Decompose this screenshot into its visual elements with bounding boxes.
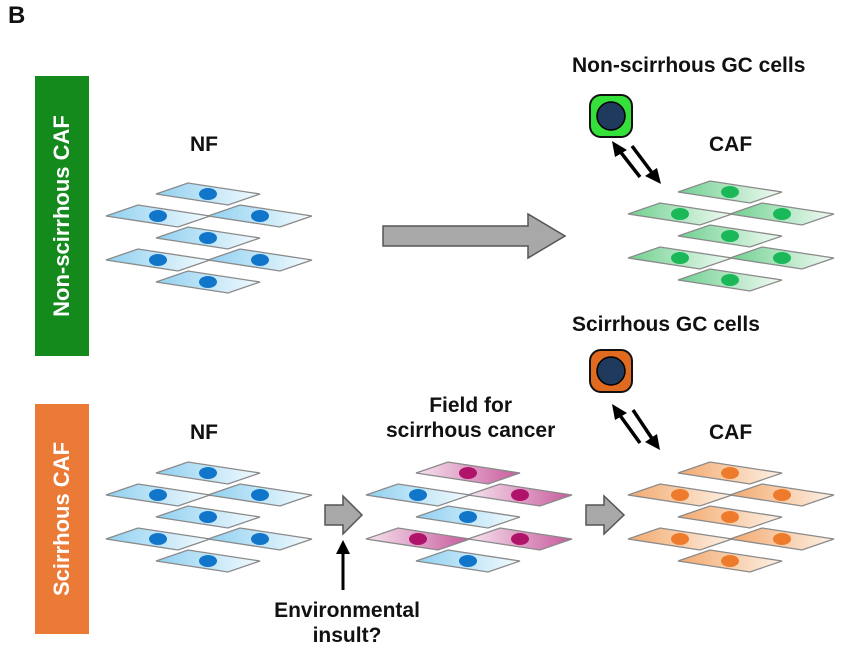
field-nucleus	[409, 489, 427, 501]
progression-arrow-bottom-2	[585, 494, 626, 536]
caf-top-nucleus	[671, 208, 689, 220]
caf-top-nucleus	[721, 274, 739, 286]
field-cluster	[365, 461, 573, 573]
field-nucleus	[409, 533, 427, 545]
caf-top-cluster	[627, 180, 835, 292]
panel-label: B	[8, 2, 26, 29]
caf-bottom-nucleus	[671, 533, 689, 545]
interaction-arrows-bottom	[612, 404, 660, 450]
nf-label-top: NF	[190, 133, 218, 156]
nf-top-nucleus	[199, 188, 217, 200]
field-nucleus	[511, 533, 529, 545]
progression-arrow-top	[382, 212, 567, 260]
nf-label-bottom: NF	[190, 421, 218, 444]
nf-bottom-nucleus	[199, 467, 217, 479]
insult-label: Environmental insult?	[262, 598, 432, 648]
nf-top-nucleus	[149, 210, 167, 222]
caf-top-nucleus	[773, 252, 791, 264]
scirrhous-gc-cell	[589, 349, 633, 393]
caf-bottom-nucleus	[721, 511, 739, 523]
field-nucleus	[459, 467, 477, 479]
nf-top-nucleus	[251, 254, 269, 266]
nf-bottom-nucleus	[199, 511, 217, 523]
field-label: Field for scirrhous cancer	[386, 393, 555, 443]
nf-bottom-cluster	[105, 461, 313, 573]
caf-bottom-nucleus	[671, 489, 689, 501]
nf-bottom-nucleus	[199, 555, 217, 567]
insult-label-line-2: insult?	[312, 624, 382, 647]
environmental-insult-arrow	[336, 540, 350, 590]
interaction-arrows-top	[612, 141, 661, 184]
nf-bottom-nucleus	[251, 533, 269, 545]
caf-top-nucleus	[773, 208, 791, 220]
caf-bottom-nucleus	[773, 533, 791, 545]
caf-top-nucleus	[721, 230, 739, 242]
nf-top-cluster	[105, 182, 313, 294]
row-label-non-scirrhous: Non-scirrhous CAF	[35, 76, 89, 356]
nf-bottom-nucleus	[149, 533, 167, 545]
field-label-line-1: Field for	[429, 394, 513, 417]
nf-top-nucleus	[199, 232, 217, 244]
caf-bottom-nucleus	[721, 467, 739, 479]
caf-bottom-nucleus	[721, 555, 739, 567]
non-scirrhous-gc-cell	[589, 94, 633, 138]
nf-top-nucleus	[199, 276, 217, 288]
nf-bottom-nucleus	[149, 489, 167, 501]
caf-label-bottom: CAF	[709, 421, 753, 444]
row-label-scirrhous: Scirrhous CAF	[35, 404, 89, 634]
gc-label-top: Non-scirrhous GC cells	[572, 54, 806, 77]
field-label-line-2: scirrhous cancer	[386, 419, 556, 442]
caf-label-top: CAF	[709, 133, 753, 156]
nf-top-nucleus	[251, 210, 269, 222]
caf-bottom-nucleus	[773, 489, 791, 501]
gc-label-bottom: Scirrhous GC cells	[572, 313, 760, 336]
caf-bottom-cluster	[627, 461, 835, 573]
nf-top-nucleus	[149, 254, 167, 266]
field-nucleus	[459, 555, 477, 567]
caf-top-nucleus	[721, 186, 739, 198]
insult-label-line-1: Environmental	[274, 599, 420, 622]
field-nucleus	[511, 489, 529, 501]
caf-top-nucleus	[671, 252, 689, 264]
progression-arrow-bottom-1	[324, 494, 364, 536]
nf-bottom-nucleus	[251, 489, 269, 501]
field-nucleus	[459, 511, 477, 523]
